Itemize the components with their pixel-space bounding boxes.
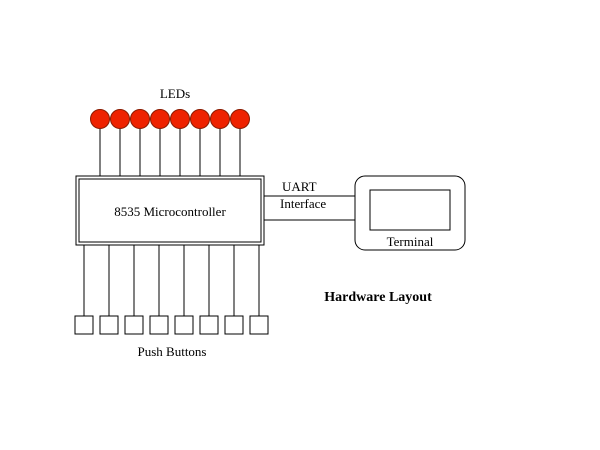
push-button-2 xyxy=(99,315,119,335)
push-buttons-label: Push Buttons xyxy=(138,344,207,359)
push-button-8 xyxy=(249,315,269,335)
microcontroller-inner-border xyxy=(78,178,262,243)
terminal-label: Terminal xyxy=(387,234,434,249)
uart-label-line2: Interface xyxy=(280,196,326,211)
led-1 xyxy=(90,109,110,129)
led-8 xyxy=(230,109,250,129)
push-button-4 xyxy=(149,315,169,335)
push-button-5 xyxy=(174,315,194,335)
push-button-6 xyxy=(199,315,219,335)
led-3 xyxy=(130,109,150,129)
led-5 xyxy=(170,109,190,129)
led-row xyxy=(90,109,250,176)
led-4 xyxy=(150,109,170,129)
push-button-7 xyxy=(224,315,244,335)
terminal-block: Terminal xyxy=(354,175,466,251)
microcontroller-label: 8535 Microcontroller xyxy=(114,204,226,219)
microcontroller-outer-border xyxy=(75,175,265,246)
push-button-3 xyxy=(124,315,144,335)
microcontroller-block: 8535 Microcontroller xyxy=(75,175,265,246)
push-button-1 xyxy=(74,315,94,335)
led-2 xyxy=(110,109,130,129)
diagram-title: Hardware Layout xyxy=(324,290,432,305)
leds-label: LEDs xyxy=(160,86,190,101)
terminal-screen xyxy=(369,189,451,231)
uart-label-line1: UART xyxy=(282,179,317,194)
push-button-row xyxy=(74,245,269,335)
led-7 xyxy=(210,109,230,129)
led-6 xyxy=(190,109,210,129)
